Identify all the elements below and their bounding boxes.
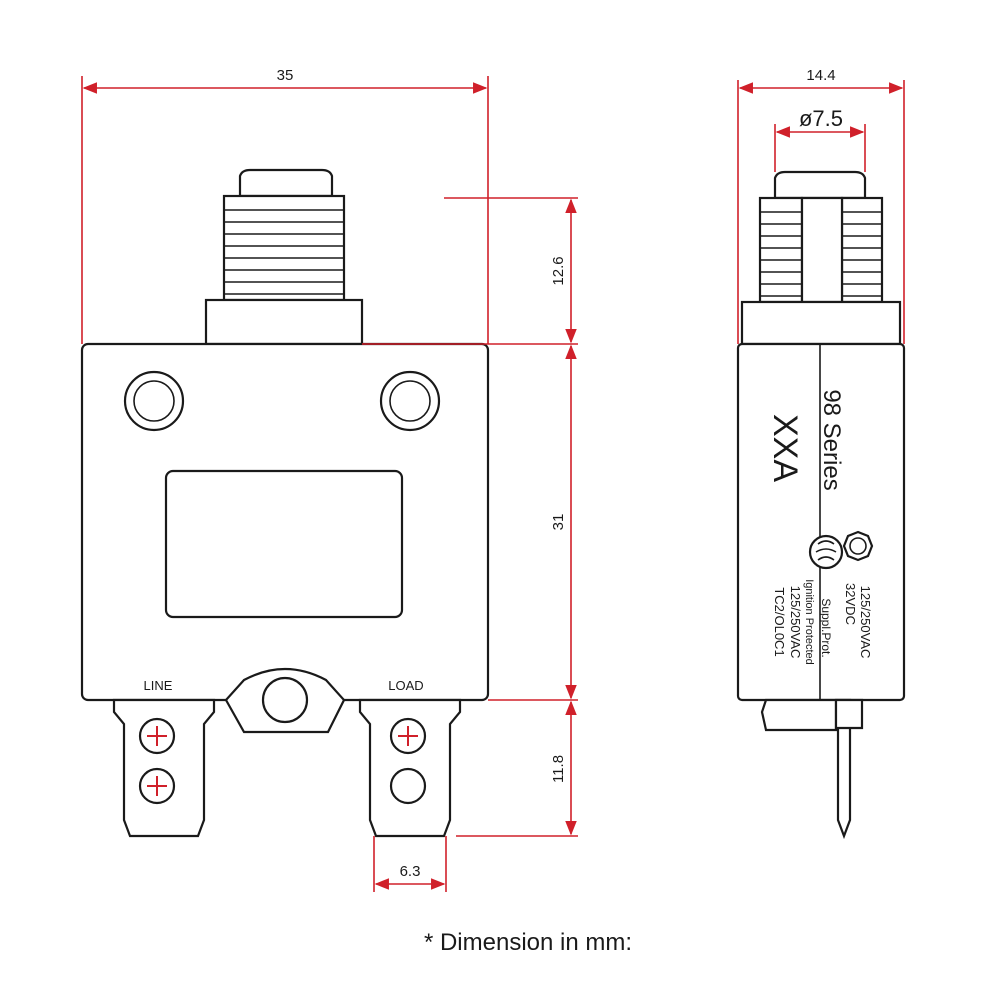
mounting-hole-right [379, 370, 441, 432]
terminal-line [112, 698, 216, 838]
side-thread-right [840, 196, 884, 304]
side-series: 98 Series [818, 389, 845, 490]
side-model: XXA [766, 414, 804, 482]
terminal-load [358, 698, 462, 838]
side-label-text: XXA 98 Series 125/250VAC 32VDC Suppl.Pro… [766, 389, 873, 665]
dim-body-height: 31 [550, 514, 567, 531]
dim-width-front: 35 [277, 67, 294, 84]
bottom-boss-hole [261, 676, 309, 724]
footer-note: * Dimension in mm: [424, 929, 632, 956]
side-neck-base [740, 300, 902, 346]
side-plunger [800, 196, 844, 304]
thread-lines [224, 209, 344, 295]
label-window [164, 469, 404, 619]
front-view: LINE LOAD [80, 168, 490, 838]
mounting-hole-left [123, 370, 185, 432]
terminal-load-screw-top [389, 717, 427, 755]
threaded-neck [222, 194, 346, 302]
dim-button-diameter: ø7.5 [799, 106, 843, 131]
side-view: XXA 98 Series 125/250VAC 32VDC Suppl.Pro… [736, 170, 906, 840]
terminal-line-label: LINE [144, 678, 173, 693]
side-button-cap [773, 170, 867, 200]
cert-mark-ul-icon [842, 530, 874, 562]
button-cap [238, 168, 334, 198]
dim-button-height: 12.6 [550, 256, 567, 285]
dim-terminal-length: 11.8 [550, 755, 567, 783]
side-pin-flange [834, 698, 864, 730]
terminal-line-screw-top [138, 717, 176, 755]
side-rating-1: 125/250VAC [858, 586, 873, 659]
side-code: TC2/OL0C1 [772, 587, 787, 656]
side-supp: Suppl.Prot. [819, 598, 833, 657]
side-rating-3: 125/250VAC [788, 586, 803, 659]
dimension-lines: 35 12.6 31 11.8 6.3 14.4 ø7.5 [81, 67, 905, 892]
side-thread-left [758, 196, 804, 304]
dim-width-side: 14.4 [806, 67, 835, 84]
side-ignition: Ignition Protected [803, 579, 815, 665]
side-bottom-tab [760, 698, 838, 732]
side-rating-2: 32VDC [843, 583, 858, 625]
dim-terminal-width: 6.3 [400, 863, 421, 880]
terminal-load-hole [389, 767, 427, 805]
terminal-line-screw-bottom [138, 767, 176, 805]
neck-base [204, 298, 364, 346]
side-thread-lines [760, 211, 882, 297]
terminal-load-label: LOAD [388, 678, 423, 693]
cert-mark-csa-icon [808, 534, 844, 570]
